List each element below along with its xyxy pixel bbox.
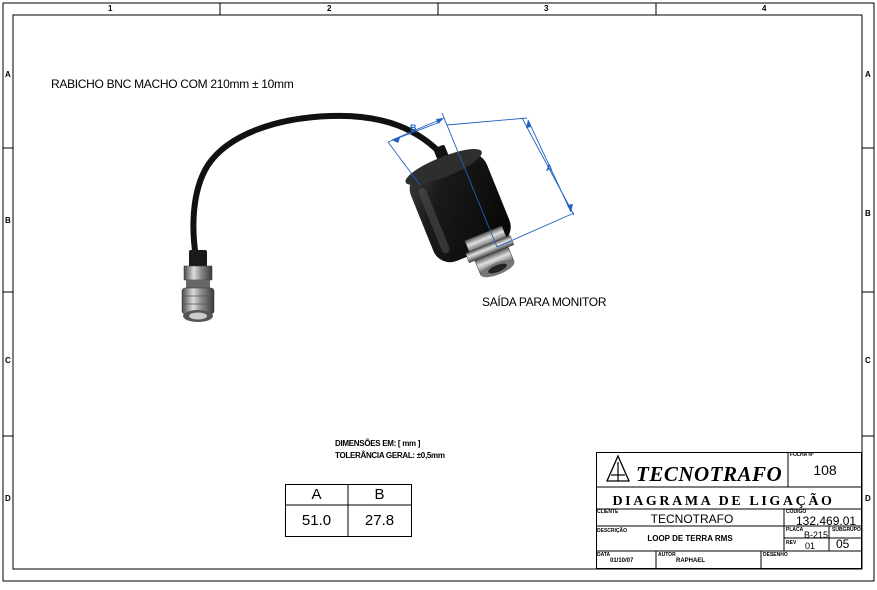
folha-value: 108 — [813, 462, 837, 478]
subgrupo-value: 05 — [836, 537, 850, 551]
descricao-value: LOOP DE TERRA RMS — [647, 534, 733, 543]
subgrupo-label: SUBGRUPO — [832, 527, 861, 533]
dim-table-value-a: 51.0 — [301, 512, 332, 529]
placa-label: PLACA — [786, 527, 804, 533]
dim-table-value-b: 27.8 — [364, 512, 395, 529]
tecnotrafo-logo-icon — [606, 454, 630, 482]
autor-value: RAPHAEL — [676, 558, 706, 564]
bnc-male-connector — [181, 250, 215, 322]
cliente-value: TECNOTRAFO — [650, 512, 734, 526]
zone-col-3: 3 — [544, 4, 549, 13]
folha-label: FOLHA Nº — [790, 452, 814, 458]
autor-label: AUTOR — [658, 552, 676, 558]
zone-row-b-right: B — [865, 209, 871, 218]
zone-row-a-right: A — [865, 70, 871, 79]
cliente-label: CLIENTE — [597, 509, 619, 515]
descricao-label: DESCRIÇÃO — [597, 528, 628, 534]
zone-col-1: 1 — [108, 4, 113, 13]
dim-a-label: A — [546, 163, 553, 173]
dim-table-header-a: A — [311, 486, 322, 503]
desenho-label: DESENHO — [763, 552, 788, 558]
zone-col-2: 2 — [327, 4, 332, 13]
codigo-value: 132.469.01 — [796, 514, 857, 528]
zone-col-4: 4 — [762, 4, 767, 13]
dim-table-header-b: B — [374, 486, 385, 503]
data-value: 01/10/07 — [610, 558, 634, 564]
zone-row-a-left: A — [5, 70, 11, 79]
rev-value: 01 — [805, 541, 816, 551]
zone-row-d-right: D — [865, 494, 871, 503]
codigo-label: CÓDIGO — [786, 509, 807, 515]
zone-row-d-left: D — [5, 494, 11, 503]
tolerance-note: TOLERÂNCIA GERAL: ±0,5mm — [335, 451, 445, 460]
bnc-female-connector — [464, 225, 515, 278]
dimension-table — [285, 484, 412, 537]
zone-row-c-right: C — [865, 356, 871, 365]
zone-row-b-left: B — [5, 216, 11, 225]
cable-wire — [190, 112, 448, 271]
data-label: DATA — [597, 552, 611, 558]
dimension-lines — [387, 112, 575, 248]
dim-b-label: B — [410, 123, 417, 133]
company-name: TECNOTRAFO — [636, 462, 783, 486]
rev-label: REV — [786, 540, 797, 546]
placa-value: B-215 — [804, 530, 829, 540]
zone-row-c-left: C — [5, 356, 11, 365]
cable-label: RABICHO BNC MACHO COM 210mm ± 10mm — [51, 77, 294, 91]
units-note: DIMENSÕES EM: [ mm ] — [335, 439, 421, 448]
output-label: SAÍDA PARA MONITOR — [482, 295, 607, 309]
title-block — [596, 452, 862, 569]
doc-title: DIAGRAMA DE LIGAÇÃO — [612, 494, 835, 509]
